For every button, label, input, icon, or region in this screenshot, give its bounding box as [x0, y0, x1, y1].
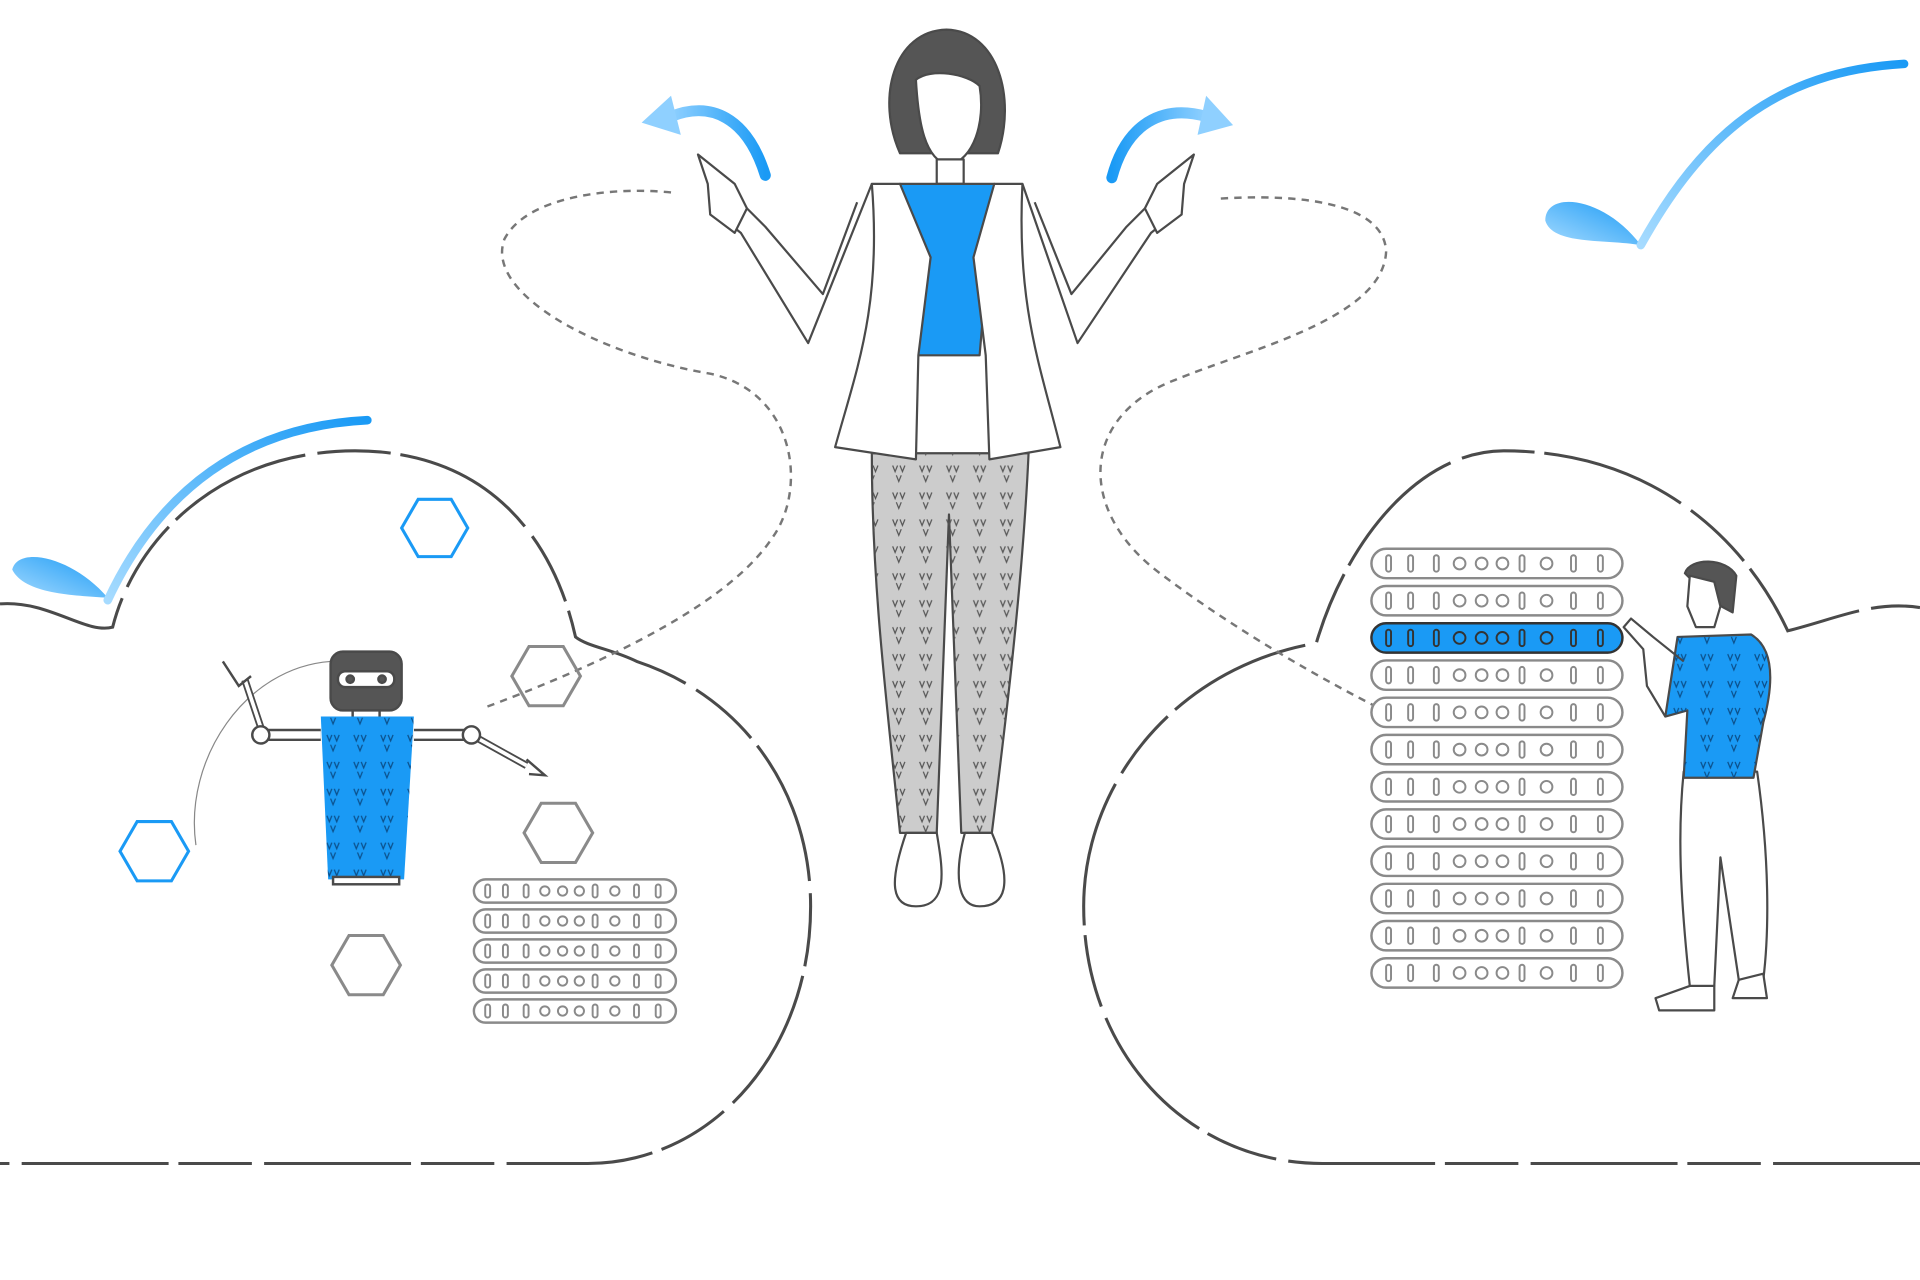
server-unit [472, 938, 678, 964]
server-unit-highlighted [1370, 621, 1624, 654]
hexagon-icon [510, 644, 583, 708]
left-curved-arrow-icon [641, 95, 771, 181]
server-unit [1370, 733, 1624, 766]
man-figure [1622, 560, 1772, 1012]
hexagon-icon [118, 820, 191, 883]
server-unit [1370, 770, 1624, 803]
man-right-shoe [1731, 972, 1769, 1000]
right-cloud-outline [1082, 449, 1920, 1165]
man-pants [1679, 770, 1769, 988]
left-server-rack [472, 878, 678, 1024]
left-dashed-connection [483, 189, 793, 710]
right-dashed-connection [1099, 196, 1388, 712]
woman-right-shoe [957, 831, 1006, 908]
right-server-rack [1370, 547, 1624, 989]
hexagon-icon [399, 497, 470, 559]
woman-face [914, 72, 983, 167]
woman-left-hand [696, 153, 749, 234]
server-unit [1370, 957, 1624, 989]
server-unit [1370, 808, 1624, 840]
right-curved-arrow-icon [1106, 95, 1234, 184]
hexagon-icon [522, 801, 595, 865]
server-unit [1370, 882, 1624, 915]
left-cloud-outline [0, 449, 813, 1165]
server-unit [1370, 659, 1624, 692]
server-unit [1370, 547, 1624, 580]
woman-figure [696, 28, 1195, 908]
man-left-shoe [1654, 984, 1716, 1012]
woman-left-shoe [893, 831, 943, 908]
server-unit [1370, 845, 1624, 878]
hexagon-icon [330, 933, 403, 997]
server-unit [1370, 696, 1624, 729]
woman-right-hand [1143, 153, 1195, 234]
woman-neck [935, 158, 965, 185]
server-unit [1370, 584, 1624, 617]
server-unit [472, 998, 678, 1024]
robot-figure [193, 650, 549, 886]
man-head [1686, 574, 1722, 629]
right-checkmark-icon [1545, 59, 1909, 250]
man-arm [1622, 617, 1685, 718]
server-unit [472, 968, 678, 994]
left-checkmark-icon [12, 415, 372, 605]
server-unit [1370, 919, 1624, 952]
woman-blazer [834, 182, 1062, 461]
server-unit [472, 908, 678, 934]
server-unit [472, 878, 678, 904]
